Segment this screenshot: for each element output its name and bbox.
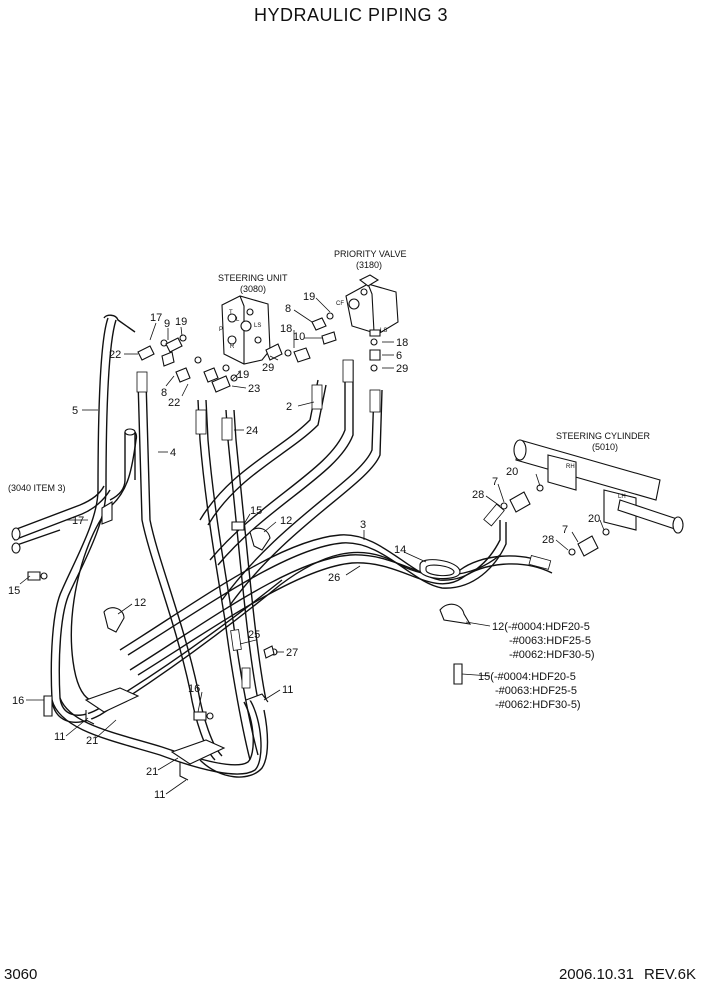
priority-valve-ref: (3180): [356, 260, 382, 270]
callout-21: 21: [146, 766, 158, 778]
callout-15: 15: [8, 585, 20, 597]
callout-5: 5: [72, 405, 78, 417]
callout-23: 23: [248, 383, 260, 395]
callout-28: 28: [472, 489, 484, 501]
port-cf-label: CF: [336, 301, 344, 307]
port-lh-label: LH: [618, 494, 626, 500]
small-fittings: [27, 312, 610, 721]
note-part-12: 12(-#0004:HDF20-5 -#0063:HDF25-5 -#0062:…: [492, 621, 595, 661]
callout-22: 22: [109, 349, 121, 361]
clamps: [84, 501, 472, 781]
callout-17: 17: [72, 515, 84, 527]
steering-cylinder: RH LH: [513, 439, 684, 534]
steering-unit: P T L R LS: [219, 295, 271, 365]
callout-4: 4: [170, 447, 176, 459]
callout-12: 12: [134, 597, 146, 609]
callout-8: 8: [285, 303, 291, 315]
issue-date: 2006.10.31: [558, 966, 635, 983]
callout-19: 19: [237, 369, 249, 381]
callout-17: 17: [150, 312, 162, 324]
callout-20: 20: [506, 466, 518, 478]
callout-29: 29: [262, 362, 274, 374]
note-12-line-1: 12(-#0004:HDF20-5: [492, 621, 590, 633]
callout-27: 27: [286, 647, 298, 659]
callout-12: 12: [280, 515, 292, 527]
callout-24: 24: [246, 425, 258, 437]
callout-3: 3: [360, 519, 366, 531]
callout-8: 8: [161, 387, 167, 399]
note-12-line-2: -#0063:HDF25-5: [509, 635, 591, 647]
port-ls2-label: LS: [380, 328, 387, 334]
page-title: HYDRAULIC PIPING 3: [253, 5, 449, 25]
footer-date-revision: 2006.10.31 REV.6K: [559, 966, 696, 983]
callout-10: 10: [293, 331, 305, 343]
callout-6: 6: [396, 350, 402, 362]
priority-valve: CF LS: [336, 274, 399, 337]
callout-18: 18: [280, 323, 292, 335]
callout-25: 25: [248, 629, 260, 641]
note-part-15: 15(-#0004:HDF20-5 -#0063:HDF25-5 -#0062:…: [478, 671, 581, 711]
callout-2: 2: [286, 401, 292, 413]
callout-28: 28: [542, 534, 554, 546]
callout-19: 19: [175, 316, 187, 328]
priority-valve-name: PRIORITY VALVE: [334, 249, 407, 259]
steering-cylinder-name: STEERING CYLINDER: [556, 431, 651, 441]
callout-15: 15: [250, 505, 262, 517]
steering-unit-name: STEERING UNIT: [218, 273, 288, 283]
note-15-line-1: 15(-#0004:HDF20-5: [478, 671, 576, 683]
callout-21: 21: [86, 735, 98, 747]
callout-7: 7: [562, 524, 568, 536]
callout-18: 18: [396, 337, 408, 349]
callout-11: 11: [154, 789, 165, 801]
revision-code: REV.6K: [644, 966, 696, 983]
leader-lines: [19, 297, 605, 795]
callout-16: 16: [12, 695, 24, 707]
callout-11: 11: [54, 731, 65, 743]
callout-9: 9: [164, 318, 170, 330]
port-l-label: L: [236, 317, 240, 323]
note-15-line-3: -#0062:HDF30-5): [495, 699, 581, 711]
callout-16: 16: [188, 683, 200, 695]
note-15-line-2: -#0063:HDF25-5: [495, 685, 577, 697]
port-r-label: R: [230, 344, 235, 350]
callout-22: 22: [168, 397, 180, 409]
callout-7: 7: [492, 476, 498, 488]
steering-unit-ref: (3080): [240, 284, 266, 294]
callout-29: 29: [396, 363, 408, 375]
note-12-line-3: -#0062:HDF30-5): [509, 649, 595, 661]
callout-14: 14: [394, 544, 406, 556]
callout-numbers: 17 9 19 22 8 22 19 23 8 19 18 10 29 18 6…: [8, 291, 600, 801]
port-t-label: T: [229, 310, 233, 316]
callout-11: 11: [282, 684, 293, 696]
callout-19: 19: [303, 291, 315, 303]
steering-cylinder-ref: (5010): [592, 442, 618, 452]
page-number: 3060: [4, 966, 38, 983]
tube-bundle: [11, 314, 553, 778]
port-rh-label: RH: [566, 464, 575, 470]
callout-20: 20: [588, 513, 600, 525]
item3040-label: (3040 ITEM 3): [8, 483, 66, 493]
port-ls-label: LS: [254, 323, 261, 329]
port-p-label: P: [219, 327, 223, 333]
hose-fittings: [136, 359, 552, 689]
callout-26: 26: [328, 572, 340, 584]
